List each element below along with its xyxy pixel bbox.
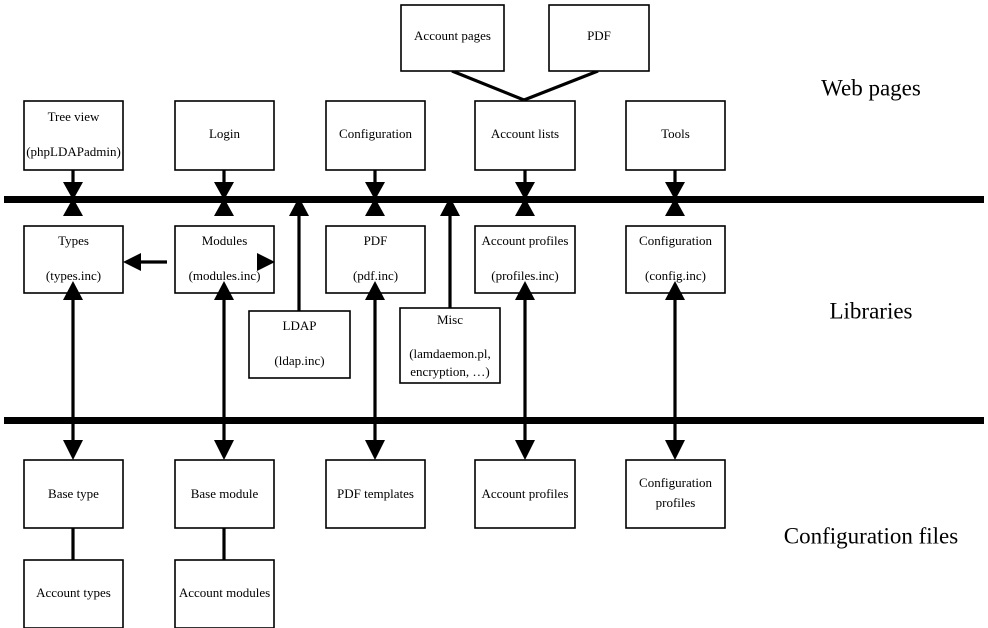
- node-tree-view-sublabel: (phpLDAPadmin): [26, 144, 121, 159]
- node-configuration-web-label: Configuration: [339, 126, 412, 141]
- arrow-head-account-profiles-up-from-below: [515, 281, 535, 300]
- arrow-head-pdf-lib-up-from-below: [365, 281, 385, 300]
- arrow-head-base-module-down: [214, 440, 234, 460]
- arrow-head-account-lists-down: [515, 182, 535, 200]
- arrow-head-configuration-web-down: [365, 182, 385, 200]
- node-tools-label: Tools: [661, 126, 690, 141]
- arrow-head-misc-up: [440, 197, 460, 216]
- tier-bar-libraries-config: [4, 417, 984, 424]
- node-modules-sublabel: (modules.inc): [189, 268, 261, 283]
- node-configuration-lib: [625, 225, 726, 294]
- node-login-label: Login: [209, 126, 241, 141]
- arrow-head-tools-up: [665, 198, 685, 216]
- node-account-pages: [400, 4, 505, 72]
- arrow-head-pdf-templates-down: [365, 440, 385, 460]
- node-pdf-templates: [325, 459, 426, 529]
- node-pdf-lib-label: PDF: [364, 233, 388, 248]
- edge-account-pages-to-account-lists: [451, 69, 525, 102]
- arrow-head-configuration-web-up: [365, 198, 385, 216]
- arrow-head-ldap-up: [289, 197, 309, 216]
- tier-bar-web-libraries: [4, 196, 984, 203]
- arrow-head-types-modules-right: [257, 253, 275, 271]
- node-pdf-top: [548, 4, 650, 72]
- tier-label-web-pages: Web pages: [821, 75, 921, 100]
- node-ldap-sublabel: (ldap.inc): [274, 353, 324, 368]
- node-account-types-label: Account types: [36, 585, 111, 600]
- node-account-profiles-files: [474, 459, 576, 529]
- arrow-head-types-modules-left: [123, 253, 141, 271]
- node-tree-view-label: Tree view: [48, 109, 100, 124]
- node-base-type: [23, 459, 124, 529]
- node-account-lists: [474, 100, 576, 171]
- node-configuration-profiles-sublabel: profiles: [656, 495, 696, 510]
- node-types: [23, 225, 124, 294]
- node-base-module-label: Base module: [191, 486, 259, 501]
- arrow-head-login-down: [214, 182, 234, 200]
- node-account-lists-label: Account lists: [491, 126, 559, 141]
- arrow-head-login-up: [214, 198, 234, 216]
- arrow-head-tools-down: [665, 182, 685, 200]
- arrow-head-tree-view-down: [63, 182, 83, 200]
- arrow-head-configuration-profiles-down: [665, 440, 685, 460]
- node-pdf-templates-label: PDF templates: [337, 486, 414, 501]
- node-types-sublabel: (types.inc): [46, 268, 101, 283]
- node-tree-view: [23, 100, 124, 171]
- node-misc-sublabel-2: encryption, …): [410, 364, 489, 379]
- node-configuration-lib-label: Configuration: [639, 233, 712, 248]
- node-ldap: [248, 310, 351, 379]
- node-modules-label: Modules: [202, 233, 248, 248]
- tier-label-configuration-files: Configuration files: [784, 523, 958, 548]
- node-pdf-lib-sublabel: (pdf.inc): [353, 268, 398, 283]
- arrow-head-account-profiles-files-down: [515, 440, 535, 460]
- node-account-modules-label: Account modules: [179, 585, 270, 600]
- arrow-head-configuration-lib-up-from-below: [665, 281, 685, 300]
- node-configuration-web: [325, 100, 426, 171]
- node-account-types: [23, 559, 124, 628]
- node-misc-sublabel-1: (lamdaemon.pl,: [409, 346, 491, 361]
- node-tools: [625, 100, 726, 171]
- node-misc: [399, 307, 501, 384]
- node-configuration-lib-sublabel: (config.inc): [645, 268, 706, 283]
- arrow-head-tree-view-up: [63, 198, 83, 216]
- node-account-profiles-lib: [474, 225, 576, 294]
- edge-pdf-top-to-account-lists: [523, 69, 599, 102]
- node-account-modules: [174, 559, 275, 628]
- arrow-head-account-lists-up: [515, 198, 535, 216]
- node-base-module: [174, 459, 275, 529]
- node-account-pages-label: Account pages: [414, 28, 491, 43]
- arrow-head-base-type-down: [63, 440, 83, 460]
- node-configuration-profiles-label: Configuration: [639, 475, 712, 490]
- node-misc-label: Misc: [437, 312, 463, 327]
- arrow-head-modules-up-from-below: [214, 281, 234, 300]
- node-configuration-profiles: [625, 459, 726, 529]
- node-account-profiles-files-label: Account profiles: [481, 486, 568, 501]
- tier-label-libraries: Libraries: [829, 298, 912, 323]
- arrow-head-types-up-from-below: [63, 281, 83, 300]
- node-account-profiles-lib-label: Account profiles: [481, 233, 568, 248]
- node-base-type-label: Base type: [48, 486, 99, 501]
- node-account-profiles-lib-sublabel: (profiles.inc): [491, 268, 559, 283]
- node-pdf-top-label: PDF: [587, 28, 611, 43]
- node-ldap-label: LDAP: [283, 318, 317, 333]
- node-types-label: Types: [58, 233, 89, 248]
- node-login: [174, 100, 275, 171]
